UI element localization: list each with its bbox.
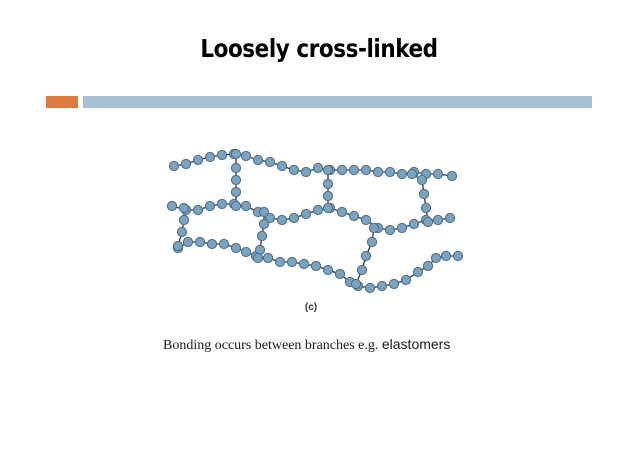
monomer-bead <box>216 198 228 210</box>
monomer-bead <box>422 260 434 272</box>
panel-label: (c) <box>305 302 317 313</box>
monomer-bead <box>192 204 204 216</box>
monomer-bead <box>422 216 434 228</box>
monomer-bead <box>360 164 372 176</box>
caption-text: Bonding occurs between branches e.g. <box>163 338 379 353</box>
monomer-bead <box>322 164 334 176</box>
monomer-bead <box>176 226 188 238</box>
monomer-bead <box>182 236 194 248</box>
monomer-bead <box>216 149 228 161</box>
title-rule-bar <box>83 96 592 108</box>
monomer-bead <box>432 214 444 226</box>
monomer-bead <box>336 206 348 218</box>
monomer-bead <box>274 256 286 268</box>
monomer-bead <box>240 246 252 258</box>
monomer-bead <box>388 278 400 290</box>
polymer-network-diagram: (c) <box>166 148 464 313</box>
monomer-bead <box>384 224 396 236</box>
monomer-bead <box>322 178 334 190</box>
monomer-bead <box>276 160 288 172</box>
monomer-bead <box>258 218 270 230</box>
monomer-bead <box>360 250 372 262</box>
monomer-bead <box>204 151 216 163</box>
monomer-bead <box>416 174 428 186</box>
caption-term: elastomers <box>381 336 451 352</box>
monomer-bead <box>360 214 372 226</box>
monomer-bead <box>430 252 442 264</box>
monomer-bead <box>322 264 334 276</box>
monomer-bead <box>194 236 206 248</box>
monomer-bead <box>322 190 334 202</box>
monomer-bead <box>178 202 190 214</box>
monomer-bead <box>168 160 180 172</box>
monomer-bead <box>348 210 360 222</box>
monomer-bead <box>418 188 430 200</box>
monomer-bead <box>172 240 184 252</box>
monomer-bead <box>322 202 334 214</box>
monomer-bead <box>230 174 242 186</box>
monomer-bead <box>166 200 178 212</box>
monomer-bead <box>446 170 458 182</box>
slide-title: Loosely cross-linked <box>200 34 438 63</box>
monomer-bead <box>312 204 324 216</box>
monomer-bead <box>180 158 192 170</box>
monomer-bead <box>252 252 264 264</box>
monomer-bead <box>432 168 444 180</box>
monomer-bead <box>240 150 252 162</box>
monomer-bead <box>396 168 408 180</box>
monomer-bead <box>230 242 242 254</box>
monomer-bead <box>334 268 346 280</box>
monomer-bead <box>288 212 300 224</box>
monomer-bead <box>264 212 276 224</box>
monomer-bead <box>240 200 252 212</box>
monomer-bead <box>336 164 348 176</box>
monomer-bead <box>396 222 408 234</box>
monomer-bead <box>262 252 274 264</box>
monomer-bead <box>264 156 276 168</box>
monomer-bead <box>348 164 360 176</box>
monomer-bead <box>230 186 242 198</box>
monomer-bead <box>286 256 298 268</box>
monomer-beads <box>166 148 464 294</box>
monomer-bead <box>444 212 456 224</box>
monomer-bead <box>408 218 420 230</box>
monomer-bead <box>366 236 378 248</box>
monomer-bead <box>384 166 396 178</box>
monomer-bead <box>400 274 412 286</box>
monomer-bead <box>258 206 270 218</box>
monomer-bead <box>288 164 300 176</box>
monomer-bead <box>350 278 362 290</box>
monomer-bead <box>230 200 242 212</box>
monomer-bead <box>206 238 218 250</box>
monomer-bead <box>230 162 242 174</box>
monomer-bead <box>300 208 312 220</box>
monomer-bead <box>192 154 204 166</box>
monomer-bead <box>310 260 322 272</box>
monomer-bead <box>230 148 242 160</box>
accent-bar <box>46 96 78 108</box>
monomer-bead <box>204 200 216 212</box>
monomer-bead <box>218 238 230 250</box>
monomer-bead <box>440 250 452 262</box>
monomer-bead <box>312 162 324 174</box>
monomer-bead <box>256 230 268 242</box>
monomer-bead <box>300 166 312 178</box>
monomer-bead <box>178 214 190 226</box>
monomer-bead <box>252 154 264 166</box>
monomer-bead <box>406 168 418 180</box>
monomer-bead <box>376 280 388 292</box>
monomer-bead <box>412 266 424 278</box>
monomer-bead <box>452 250 464 262</box>
monomer-bead <box>276 214 288 226</box>
monomer-bead <box>356 264 368 276</box>
monomer-bead <box>298 258 310 270</box>
monomer-bead <box>368 222 380 234</box>
monomer-bead <box>420 202 432 214</box>
monomer-bead <box>364 282 376 294</box>
caption: Bonding occurs between branches e.g. ela… <box>163 336 450 354</box>
monomer-bead <box>372 166 384 178</box>
